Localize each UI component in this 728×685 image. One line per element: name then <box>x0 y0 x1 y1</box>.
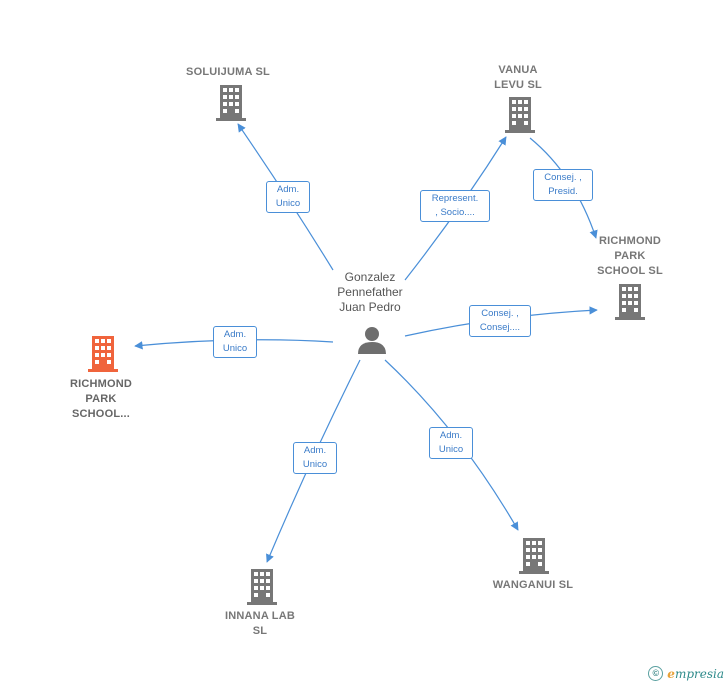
company-label-richmond-right[interactable]: RICHMOND PARK SCHOOL SL <box>597 235 663 277</box>
building-icon[interactable] <box>216 85 246 121</box>
company-label-wanganui[interactable]: WANGANUI SL <box>492 579 574 591</box>
company-label-soluijuma[interactable]: SOLUIJUMA SL <box>186 66 270 78</box>
company-label-richmond-left[interactable]: RICHMOND PARK SCHOOL... <box>69 378 133 420</box>
building-icon[interactable] <box>505 97 535 133</box>
brand-logo: © empresia <box>648 666 724 681</box>
person-icon[interactable] <box>357 325 387 355</box>
building-icon[interactable] <box>519 538 549 574</box>
brand-initial: e <box>667 666 675 681</box>
edge-label-richmond-left[interactable]: Adm. Unico <box>213 326 257 358</box>
edge-label-vanua-richmond[interactable]: Consej. , Presid. <box>533 169 593 201</box>
edge-label-soluijuma[interactable]: Adm. Unico <box>266 181 310 213</box>
building-icon[interactable] <box>615 284 645 320</box>
edge-label-innana[interactable]: Adm. Unico <box>293 442 337 474</box>
building-icon[interactable] <box>247 569 277 605</box>
building-icon[interactable] <box>88 336 118 372</box>
edge-label-richmond-right[interactable]: Consej. , Consej.... <box>469 305 531 337</box>
company-label-innana[interactable]: INNANA LAB SL <box>224 610 296 637</box>
edge-label-vanua[interactable]: Represent. , Socio.... <box>420 190 490 222</box>
company-label-vanua[interactable]: VANUA LEVU SL <box>494 64 542 91</box>
edge-label-wanganui[interactable]: Adm. Unico <box>429 427 473 459</box>
person-name[interactable]: Gonzalez Pennefather Juan Pedro <box>337 270 403 314</box>
copyright-icon: © <box>648 666 664 681</box>
brand-name: mpresia <box>674 666 724 681</box>
